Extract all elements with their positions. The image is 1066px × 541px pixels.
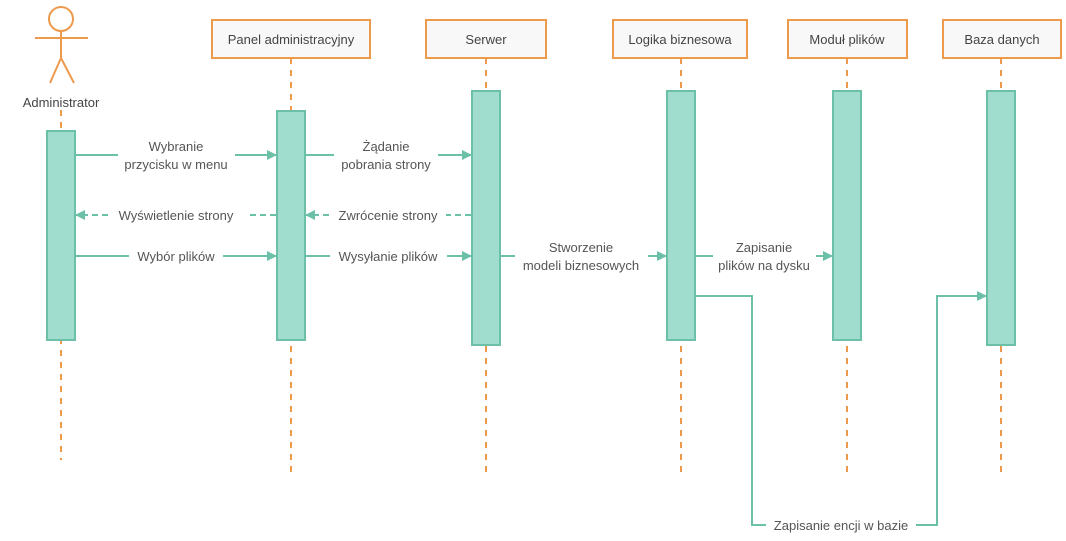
actor-label: Administrator bbox=[23, 95, 100, 110]
message-label: plików na dysku bbox=[718, 258, 810, 273]
participant-logika-biznesowa: Logika biznesowa bbox=[612, 19, 748, 59]
participant-label: Baza danych bbox=[964, 32, 1039, 47]
message-zapisanie-encji bbox=[695, 291, 987, 526]
activation-serwer bbox=[471, 90, 501, 346]
message-label: Wysyłanie plików bbox=[339, 249, 438, 264]
message-label: pobrania strony bbox=[341, 157, 431, 172]
actor-figure-icon bbox=[35, 6, 88, 84]
participant-label: Serwer bbox=[465, 32, 507, 47]
participant-label: Panel administracyjny bbox=[228, 32, 355, 47]
activation-logika-biznesowa bbox=[666, 90, 696, 341]
participant-modul-plikow: Moduł plików bbox=[787, 19, 908, 59]
message-label: Zwrócenie strony bbox=[339, 208, 438, 223]
activation-modul-plikow bbox=[832, 90, 862, 341]
participant-label: Moduł plików bbox=[809, 32, 885, 47]
activation-administrator bbox=[46, 130, 76, 341]
message-label: przycisku w menu bbox=[124, 157, 227, 172]
participant-panel-administracyjny: Panel administracyjny bbox=[211, 19, 371, 59]
message-label: Wybranie bbox=[149, 139, 204, 154]
participant-serwer: Serwer bbox=[425, 19, 547, 59]
message-label: modeli biznesowych bbox=[523, 258, 639, 273]
message-label: Zapisanie bbox=[736, 240, 792, 255]
message-label: Zapisanie encji w bazie bbox=[774, 518, 908, 533]
activation-baza-danych bbox=[986, 90, 1016, 346]
message-label: Wyświetlenie strony bbox=[119, 208, 234, 223]
message-label: Żądanie bbox=[363, 139, 410, 154]
participant-baza-danych: Baza danych bbox=[942, 19, 1062, 59]
message-label: Stworzenie bbox=[549, 240, 613, 255]
message-label: Wybór plików bbox=[137, 249, 215, 264]
participant-label: Logika biznesowa bbox=[628, 32, 732, 47]
activation-panel-administracyjny bbox=[276, 110, 306, 341]
